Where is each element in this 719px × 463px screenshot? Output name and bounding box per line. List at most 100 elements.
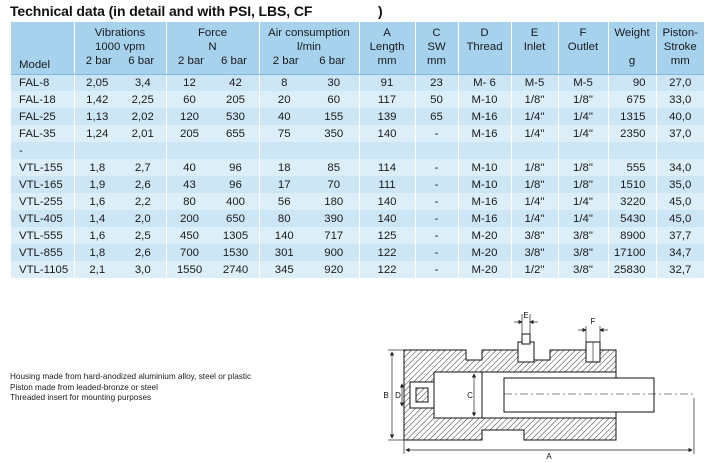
cell-weight bbox=[608, 142, 657, 159]
cell-piston-stroke: 37,7 bbox=[656, 227, 704, 244]
cell-weight: 17100 bbox=[608, 244, 657, 261]
cell-piston-stroke: 35,0 bbox=[656, 176, 704, 193]
cell-air-6bar: 155 bbox=[324, 110, 344, 123]
cell-vibrations-6bar: 3,0 bbox=[134, 263, 151, 276]
cell-weight: 555 bbox=[608, 159, 657, 176]
cell-thread: M- 6 bbox=[458, 74, 512, 91]
label-f: F bbox=[591, 317, 596, 326]
cell-vibrations-6bar: 2,6 bbox=[134, 246, 151, 259]
cell-piston-stroke: 34,7 bbox=[656, 244, 704, 261]
cell-length: 140 bbox=[359, 193, 416, 210]
cell-outlet: 1/8" bbox=[558, 176, 609, 193]
cell-air-6bar: 900 bbox=[324, 246, 344, 259]
cell-vibrations-2bar: 2,05 bbox=[86, 76, 109, 89]
cell-model: VTL-855 bbox=[11, 244, 75, 261]
cell-piston-stroke: 45,0 bbox=[656, 193, 704, 210]
material-notes: Housing made from hard-anodized aluminiu… bbox=[10, 372, 251, 404]
cell-thread: M-16 bbox=[458, 125, 512, 142]
cell-piston-stroke: 40,0 bbox=[656, 108, 704, 125]
cell-force-6bar: 96 bbox=[229, 161, 242, 174]
cell-inlet: 1/8" bbox=[511, 159, 559, 176]
cell-force-2bar: 120 bbox=[179, 110, 199, 123]
cell-outlet: 1/4" bbox=[558, 125, 609, 142]
label-a: A bbox=[546, 452, 552, 460]
cell-inlet bbox=[511, 142, 559, 159]
cell-sw: - bbox=[415, 159, 459, 176]
cell-inlet: 3/8" bbox=[511, 244, 559, 261]
cell-vibrations-6bar: 2,0 bbox=[134, 212, 151, 225]
cell-sw: - bbox=[415, 176, 459, 193]
label-b: B bbox=[383, 391, 388, 400]
cell-model: VTL-255 bbox=[11, 193, 75, 210]
cell-weight: 90 bbox=[608, 74, 657, 91]
cell-inlet: 1/4" bbox=[511, 125, 559, 142]
cell-inlet: 1/2" bbox=[511, 261, 559, 278]
cell-air-2bar: 17 bbox=[277, 178, 291, 191]
cell-force-6bar: 2740 bbox=[222, 263, 249, 276]
cell-outlet: 1/4" bbox=[558, 210, 609, 227]
cell-vibrations-6bar: 2,25 bbox=[131, 93, 154, 106]
cell-model: VTL-155 bbox=[11, 159, 75, 176]
header-weight: Weight g bbox=[608, 22, 657, 75]
cell-sw bbox=[415, 142, 459, 159]
cell-vibrations-6bar: 2,7 bbox=[134, 161, 151, 174]
cell-vibrations-2bar: 1,42 bbox=[86, 93, 109, 106]
cell-thread: M-16 bbox=[458, 108, 512, 125]
cell-inlet: 1/4" bbox=[511, 210, 559, 227]
cell-vibrations: 1,42 2,25 bbox=[74, 91, 167, 108]
cell-vibrations: 1,9 2,6 bbox=[74, 176, 167, 193]
cell-air-2bar: 140 bbox=[274, 229, 294, 242]
inlet-port bbox=[517, 333, 535, 363]
cell-vibrations-2bar: 1,9 bbox=[89, 178, 106, 191]
cell-force-6bar: 650 bbox=[225, 212, 245, 225]
cell-sw: - bbox=[415, 193, 459, 210]
cell-force bbox=[166, 142, 260, 159]
table-row: - bbox=[11, 142, 704, 159]
cell-model: FAL-25 bbox=[11, 108, 75, 125]
cell-vibrations-2bar: 1,6 bbox=[89, 195, 106, 208]
cell-model: FAL-18 bbox=[11, 91, 75, 108]
cell-model: VTL-165 bbox=[11, 176, 75, 193]
threaded-insert bbox=[409, 381, 435, 409]
cell-vibrations-2bar: 1,4 bbox=[89, 212, 106, 225]
cell-vibrations-6bar: 2,6 bbox=[134, 178, 151, 191]
cell-length bbox=[359, 142, 416, 159]
cell-weight: 675 bbox=[608, 91, 657, 108]
cell-force-6bar: 400 bbox=[225, 195, 245, 208]
cell-length: 117 bbox=[359, 91, 416, 108]
housing-section bbox=[403, 349, 694, 441]
cell-outlet: 1/8" bbox=[558, 159, 609, 176]
cell-air-6bar: 85 bbox=[327, 161, 341, 174]
cell-sw: - bbox=[415, 227, 459, 244]
outlet-port bbox=[585, 341, 601, 363]
cell-weight: 8900 bbox=[608, 227, 657, 244]
label-d: D bbox=[395, 391, 401, 400]
label-c: C bbox=[467, 391, 473, 400]
cell-vibrations-6bar: 2,01 bbox=[131, 127, 154, 140]
